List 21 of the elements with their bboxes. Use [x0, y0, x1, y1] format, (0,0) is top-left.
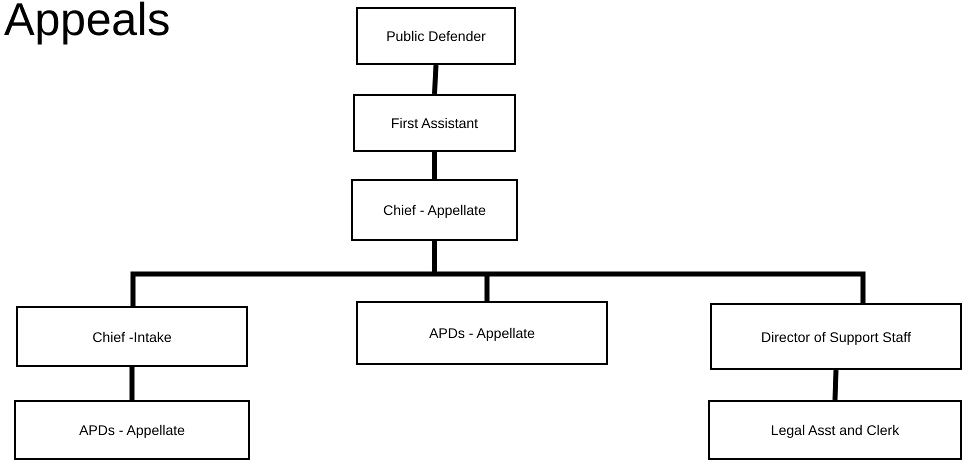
position-title: Legal Asst and Clerk — [770, 422, 900, 438]
position-title: Chief - Appellate — [383, 202, 486, 218]
position-box — [356, 7, 516, 65]
position-box — [356, 301, 608, 365]
position-box — [708, 400, 962, 460]
connector-line — [832, 370, 838, 400]
position-box — [710, 303, 962, 370]
position-box — [16, 306, 248, 367]
position-title: Public Defender — [386, 28, 486, 44]
title: Appeals — [4, 0, 170, 45]
position-title: Director of Support Staff — [761, 328, 911, 344]
connector-line — [130, 367, 134, 400]
position-box — [353, 94, 516, 152]
connector-line — [432, 64, 438, 94]
position-title: APDs - Appellate — [79, 422, 185, 438]
position-title: APDs - Appellate — [429, 325, 535, 341]
position-title: First Assistant — [390, 115, 478, 131]
connector-line — [432, 152, 437, 179]
position-box — [351, 179, 518, 241]
position-title: Chief -Intake — [92, 328, 172, 344]
position-box — [14, 400, 250, 460]
